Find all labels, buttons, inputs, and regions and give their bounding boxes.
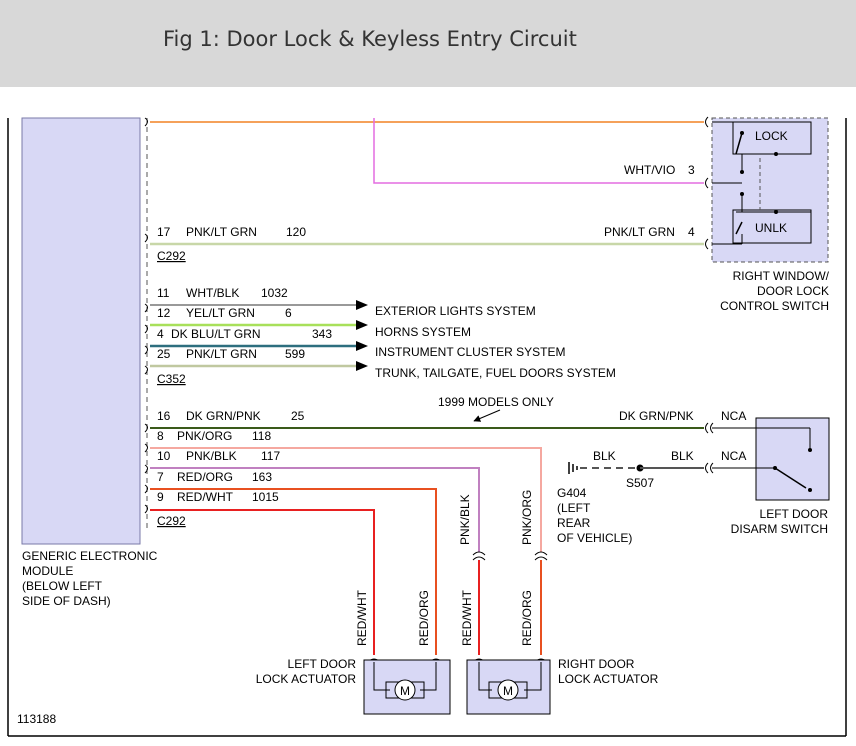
wire-wht-vio: [373, 118, 704, 184]
figure-title: Fig 1: Door Lock & Keyless Entry Circuit: [163, 27, 577, 51]
module-label-3: (BELOW LEFT: [22, 579, 103, 593]
ground-symbol: [568, 462, 578, 474]
models-note: 1999 MODELS ONLY: [438, 395, 554, 409]
disarm-connector-ticks: [705, 422, 714, 474]
figure-header: Fig 1: Door Lock & Keyless Entry Circuit: [0, 0, 856, 87]
left-door-disarm-switch: [755, 417, 830, 501]
lower-color-10: PNK/BLK: [186, 449, 237, 463]
connector-c352: C352: [157, 372, 186, 386]
dk-grn-pnk-right: DK GRN/PNK: [619, 409, 694, 423]
connector-c292-top: C292: [157, 249, 186, 263]
lower-pin-16: 16: [157, 409, 171, 423]
dest-horns: HORNS SYSTEM: [375, 325, 471, 339]
module-label-4: SIDE OF DASH): [22, 594, 111, 608]
arrow-horns: [356, 320, 368, 330]
lower-color-8: PNK/ORG: [177, 429, 232, 443]
c352-color-12: YEL/LT GRN: [186, 306, 255, 320]
c352-circuit-343: 343: [312, 327, 332, 341]
left-actuator-label-2: LOCK ACTUATOR: [256, 672, 357, 686]
c352-color-11: WHT/BLK: [186, 286, 239, 300]
right-motor-m: M: [503, 684, 513, 698]
lower-pin-7: 7: [157, 470, 164, 484]
c352-color-25: PNK/LT GRN: [186, 347, 257, 361]
vlabel-pnk-blk: PNK/BLK: [458, 494, 472, 545]
circuit-120: 120: [286, 225, 306, 239]
arrow-exterior-lights: [356, 300, 368, 310]
dest-instrument-cluster: INSTRUMENT CLUSTER SYSTEM: [375, 345, 565, 359]
models-note-arrow: [473, 409, 501, 422]
wire-red-wht-1015: [150, 509, 375, 655]
lower-pin-8: 8: [157, 429, 164, 443]
g404-label-1: G404: [557, 486, 587, 500]
dest-exterior-lights: EXTERIOR LIGHTS SYSTEM: [375, 304, 536, 318]
switch-rw-label-3: CONTROL SWITCH: [720, 299, 829, 313]
blk-right-label: BLK: [671, 449, 694, 463]
lower-circuit-117: 117: [261, 449, 280, 463]
c352-pin-11: 11: [157, 286, 170, 300]
c352-circuit-599: 599: [285, 347, 305, 361]
wire-17-color-right: PNK/LT GRN: [604, 225, 675, 239]
vlabel-red-org-left: RED/ORG: [417, 590, 431, 646]
wire-pnk-blk-117: [150, 467, 480, 552]
module-label-2: MODULE: [22, 564, 73, 578]
vlabel-pnk-org: PNK/ORG: [520, 490, 534, 545]
c352-pin-4: 4: [157, 327, 164, 341]
c352-pin-25: 25: [157, 347, 171, 361]
wire-pnk-org-118: [150, 447, 542, 552]
c352-color-4: DK BLU/LT GRN: [171, 327, 261, 341]
right-window-door-lock-switch: [711, 117, 829, 263]
nca-2: NCA: [721, 449, 746, 463]
g404-label-3: REAR: [557, 516, 591, 530]
disarm-label-2: DISARM SWITCH: [731, 522, 828, 536]
vlabel-red-wht-left: RED/WHT: [355, 589, 369, 646]
arrow-trunk: [356, 361, 368, 371]
pin-17: 17: [157, 225, 171, 239]
lower-pin-10: 10: [157, 449, 171, 463]
g404-label-2: (LEFT: [557, 501, 591, 515]
nca-1: NCA: [721, 409, 746, 423]
connector-c292-bottom: C292: [157, 514, 186, 528]
lower-color-16: DK GRN/PNK: [186, 409, 261, 423]
c352-circuit-6: 6: [285, 306, 292, 320]
switch-connector-ticks: [705, 116, 709, 250]
switch-rw-label-2: DOOR LOCK: [757, 284, 829, 298]
lower-circuit-25: 25: [291, 409, 305, 423]
arrow-instrument-cluster: [356, 341, 368, 351]
right-actuator-label-1: RIGHT DOOR: [558, 657, 635, 671]
lower-circuit-163: 163: [252, 470, 272, 484]
g404-label-4: OF VEHICLE): [557, 531, 632, 545]
module-label-1: GENERIC ELECTRONIC: [22, 549, 158, 563]
switch-unlk-label: UNLK: [755, 221, 787, 235]
left-motor-m: M: [400, 684, 410, 698]
figure-number: 113188: [17, 712, 56, 726]
vlabel-red-org-right: RED/ORG: [520, 590, 534, 646]
lower-color-7: RED/ORG: [177, 470, 233, 484]
blk-left-label: BLK: [593, 449, 616, 463]
switch-rw-label-1: RIGHT WINDOW/: [733, 269, 830, 283]
right-actuator-label-2: LOCK ACTUATOR: [558, 672, 659, 686]
dest-trunk-tailgate: TRUNK, TAILGATE, FUEL DOORS SYSTEM: [375, 366, 616, 380]
wht-vio-label: WHT/VIO: [624, 163, 675, 177]
vlabel-red-wht-right: RED/WHT: [460, 589, 474, 646]
generic-electronic-module: [21, 117, 141, 545]
s507-label: S507: [626, 476, 654, 490]
lower-pin-9: 9: [157, 490, 164, 504]
left-door-lock-actuator: [363, 659, 451, 715]
right-door-lock-actuator: [466, 659, 551, 715]
switch-lock-label: LOCK: [755, 129, 788, 143]
left-actuator-label-1: LEFT DOOR: [288, 657, 357, 671]
wht-vio-pin: 3: [688, 163, 695, 177]
wire-17-color: PNK/LT GRN: [186, 225, 257, 239]
lower-circuit-1015: 1015: [252, 490, 279, 504]
disarm-label-1: LEFT DOOR: [760, 507, 829, 521]
wire-red-org-163: [150, 488, 437, 655]
module-connector-ticks: [144, 117, 148, 514]
inline-connectors: [472, 551, 548, 561]
c352-pin-12: 12: [157, 306, 171, 320]
lower-color-9: RED/WHT: [177, 490, 234, 504]
c352-circuit-1032: 1032: [261, 286, 288, 300]
pin-4-switch: 4: [688, 225, 695, 239]
lower-circuit-118: 118: [252, 429, 271, 443]
